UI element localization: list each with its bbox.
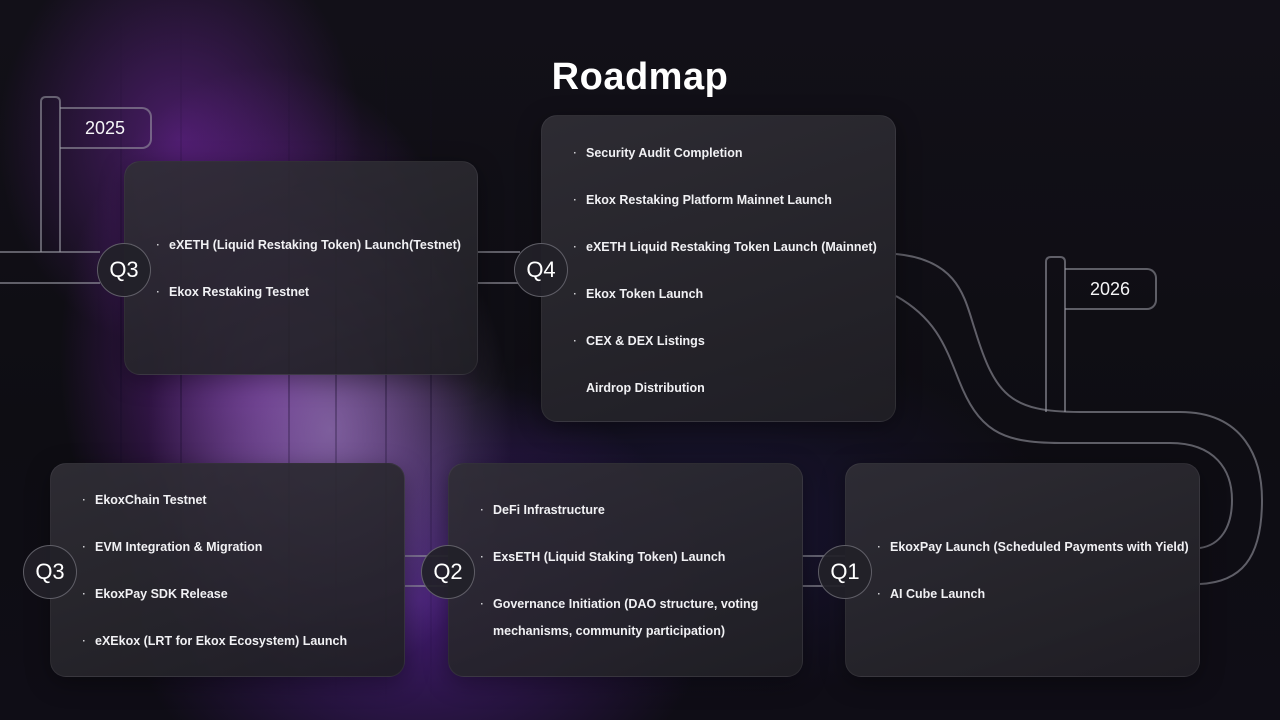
quarter-badge-q2-2026: Q2 xyxy=(421,545,475,599)
year-label: 2025 xyxy=(84,117,126,138)
bullet-icon: · xyxy=(82,636,86,647)
bullet-icon: · xyxy=(877,589,881,600)
milestone-item: ·Governance Initiation (DAO structure, v… xyxy=(477,591,777,645)
milestone-item: ·EkoxPay Launch (Scheduled Payments with… xyxy=(874,534,1188,561)
bullet-icon: · xyxy=(82,495,86,506)
bullet-icon: · xyxy=(480,505,484,516)
bullet-icon: · xyxy=(573,242,577,253)
milestone-list: ·EkoxPay Launch (Scheduled Payments with… xyxy=(874,534,1189,608)
flag-pole-2026 xyxy=(1045,256,1066,412)
milestone-card-q1-2026: ·EkoxPay Launch (Scheduled Payments with… xyxy=(845,463,1200,677)
bullet-icon: · xyxy=(82,542,86,553)
milestone-item: ·eXETH (Liquid Restaking Token) Launch(T… xyxy=(153,232,461,259)
milestone-item: ·Ekox Token Launch xyxy=(570,281,877,308)
bullet-icon: · xyxy=(480,552,484,563)
milestone-item: ·EVM Integration & Migration xyxy=(79,534,347,561)
quarter-badge-q3-2026: Q3 xyxy=(23,545,77,599)
year-flag-2026: 2026 xyxy=(1065,268,1157,310)
bullet-icon: · xyxy=(156,240,160,251)
bullet-icon: · xyxy=(573,148,577,159)
bullet-icon: · xyxy=(82,589,86,600)
quarter-badge-q3-2025: Q3 xyxy=(97,243,151,297)
milestone-item: ·DeFi Infrastructure xyxy=(477,497,777,524)
milestone-item: ·CEX & DEX Listings xyxy=(570,328,877,355)
flag-pole-2025 xyxy=(40,96,61,252)
milestone-card-q3-2026: ·EkoxChain Testnet ·EVM Integration & Mi… xyxy=(50,463,405,677)
milestone-card-q2-2026: ·DeFi Infrastructure ·ExsETH (Liquid Sta… xyxy=(448,463,803,677)
milestone-item: ·AI Cube Launch xyxy=(874,581,1189,608)
bullet-icon: · xyxy=(877,542,881,553)
bullet-icon: · xyxy=(573,289,577,300)
milestone-item: ·eXETH Liquid Restaking Token Launch (Ma… xyxy=(570,234,876,261)
year-label: 2026 xyxy=(1089,278,1131,299)
milestone-list: ·EkoxChain Testnet ·EVM Integration & Mi… xyxy=(79,487,347,655)
milestone-card-q3-2025: ·eXETH (Liquid Restaking Token) Launch(T… xyxy=(124,161,478,375)
milestone-card-q4-2025: ·Security Audit Completion ·Ekox Restaki… xyxy=(541,115,896,422)
milestone-list: ·eXETH (Liquid Restaking Token) Launch(T… xyxy=(153,232,461,306)
milestone-item: ·EkoxPay SDK Release xyxy=(79,581,347,608)
milestone-item: ·eXEkox (LRT for Ekox Ecosystem) Launch xyxy=(79,628,347,655)
milestone-item: ·Security Audit Completion xyxy=(570,140,877,167)
milestone-item: Airdrop Distribution xyxy=(586,381,705,395)
quarter-badge-q1-2026: Q1 xyxy=(818,545,872,599)
bullet-icon: · xyxy=(480,599,484,610)
page-title: Roadmap xyxy=(551,56,729,98)
milestone-list: ·Security Audit Completion ·Ekox Restaki… xyxy=(570,140,877,402)
milestone-item: ·EkoxChain Testnet xyxy=(79,487,347,514)
milestone-item: ·Ekox Restaking Platform Mainnet Launch xyxy=(570,187,877,214)
quarter-badge-q4-2025: Q4 xyxy=(514,243,568,297)
bullet-icon: · xyxy=(573,195,577,206)
bullet-icon: · xyxy=(573,336,577,347)
year-flag-2025: 2025 xyxy=(60,107,152,149)
milestone-item: ·Ekox Restaking Testnet xyxy=(153,279,461,306)
milestone-item: ·ExsETH (Liquid Staking Token) Launch xyxy=(477,544,777,571)
milestone-list: ·DeFi Infrastructure ·ExsETH (Liquid Sta… xyxy=(477,497,777,645)
bullet-icon: · xyxy=(156,287,160,298)
